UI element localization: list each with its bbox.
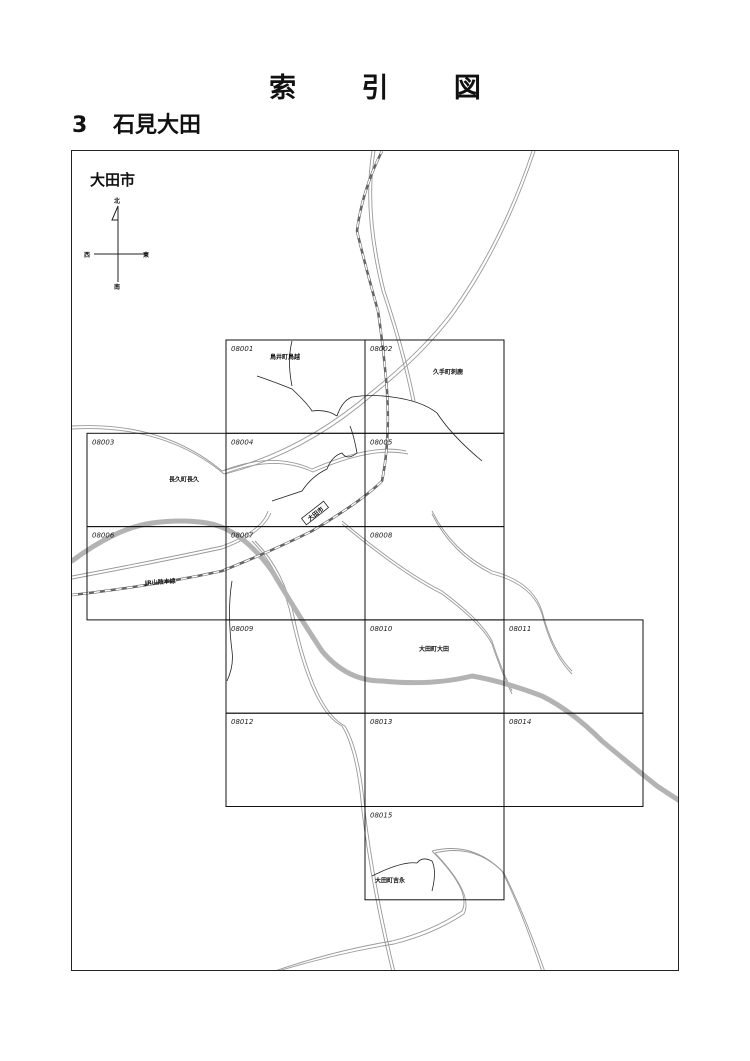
boundary	[271, 425, 358, 502]
road	[72, 428, 409, 475]
sheet-cell[interactable]: 08009	[225, 619, 366, 714]
sheet-cell[interactable]: 08003 長久町長久	[86, 432, 227, 528]
compass-rose	[94, 205, 148, 282]
road	[221, 151, 533, 472]
sheet-place-name: 長久町長久	[169, 475, 200, 483]
sheet-number: 08014	[509, 718, 531, 726]
section-number: 3	[72, 113, 88, 138]
road	[431, 510, 573, 672]
sheet-number: 08013	[370, 718, 392, 726]
sheet-number: 08004	[231, 438, 253, 446]
station-icon	[300, 500, 330, 526]
sheet-border[interactable]	[503, 619, 644, 714]
road	[431, 848, 542, 970]
boundaries	[226, 340, 483, 892]
section-name: 石見大田	[112, 113, 201, 138]
boundary	[289, 340, 293, 387]
road	[224, 151, 536, 475]
sheet-grid: 08001 鳥井町鳥越 08002 久手町刺鹿 08003 長久町長久 08004 08005…	[86, 339, 644, 901]
sheet-number: 08006	[92, 532, 115, 540]
road	[251, 540, 392, 970]
sheet-number: 08005	[370, 438, 393, 446]
road	[431, 513, 573, 675]
boundary	[336, 395, 483, 462]
sheet-place-name: 大田町吉永	[375, 877, 406, 885]
station-marker: 大田市	[300, 500, 330, 526]
sheet-number: 08003	[92, 438, 114, 446]
road	[72, 425, 407, 472]
sheet-cell[interactable]: 08001 鳥井町鳥越	[225, 339, 366, 434]
boundary	[256, 375, 338, 417]
road	[341, 523, 513, 695]
title-char-1: 索	[269, 73, 297, 104]
river	[72, 518, 678, 803]
sheet-border[interactable]	[86, 432, 227, 528]
map-canvas: 08001 鳥井町鳥越 08002 久手町刺鹿 08003 長久町長久 08004 08005…	[72, 151, 678, 970]
section-heading: 3 石見大田	[72, 107, 201, 139]
sheet-cell[interactable]: 08015 大田町吉永	[364, 806, 505, 901]
boundary	[226, 580, 233, 682]
sheet-place-name: 鳥井町鳥越	[270, 353, 301, 361]
sheet-number: 08001	[231, 345, 253, 353]
sheet-border[interactable]	[364, 526, 505, 621]
sheet-cell[interactable]: 08008	[364, 526, 505, 621]
sheet-cell[interactable]: 08014	[503, 712, 644, 808]
road	[72, 512, 272, 580]
road	[254, 540, 395, 970]
road	[276, 850, 465, 970]
compass-west: 西	[84, 252, 91, 259]
title-char-3: 図	[453, 73, 481, 104]
road	[280, 852, 467, 970]
sheet-cell[interactable]: 08012	[225, 712, 366, 808]
sheet-place-name: 久手町刺鹿	[433, 368, 463, 376]
sheet-cell[interactable]: 08010 大田町大田	[364, 619, 505, 714]
sheet-border[interactable]	[503, 712, 644, 808]
river-channel	[72, 518, 678, 803]
sheet-number: 08008	[370, 532, 393, 540]
sheet-cell[interactable]: 08011	[503, 619, 644, 714]
page-title: 索 引 図	[0, 66, 750, 105]
sheet-number: 08012	[231, 718, 254, 726]
river-channel	[72, 534, 114, 563]
title-char-2: 引	[361, 73, 389, 104]
railway-label: JR山陰本線	[144, 577, 176, 587]
city-name: 大田市	[90, 171, 136, 189]
index-map: 08001 鳥井町鳥越 08002 久手町刺鹿 08003 長久町長久 08004 08005…	[71, 150, 679, 971]
boundary	[371, 858, 435, 892]
north-arrow-icon	[111, 205, 119, 221]
sheet-border[interactable]	[364, 806, 505, 901]
sheet-border[interactable]	[225, 712, 366, 808]
sheet-border[interactable]	[225, 619, 366, 714]
sheet-number: 08015	[370, 812, 393, 820]
sheet-cell[interactable]: 08013	[364, 712, 505, 808]
sheet-number: 08011	[509, 625, 531, 633]
sheet-number: 08009	[231, 625, 254, 633]
road	[341, 520, 513, 692]
sheet-place-name: 大田町大田	[419, 645, 449, 653]
road	[371, 151, 416, 402]
road	[72, 510, 269, 577]
compass-east: 東	[143, 252, 150, 259]
compass-south: 南	[114, 284, 121, 291]
roads	[72, 151, 573, 970]
road	[434, 850, 545, 970]
road	[368, 151, 413, 402]
sheet-number: 08002	[370, 345, 393, 353]
sheet-border[interactable]	[364, 712, 505, 808]
sheet-number: 08007	[231, 532, 254, 540]
railway	[72, 151, 390, 597]
railway-line	[72, 151, 390, 597]
sheet-border[interactable]	[364, 619, 505, 714]
sheet-number: 08010	[370, 625, 393, 633]
compass-north: 北	[114, 198, 121, 205]
